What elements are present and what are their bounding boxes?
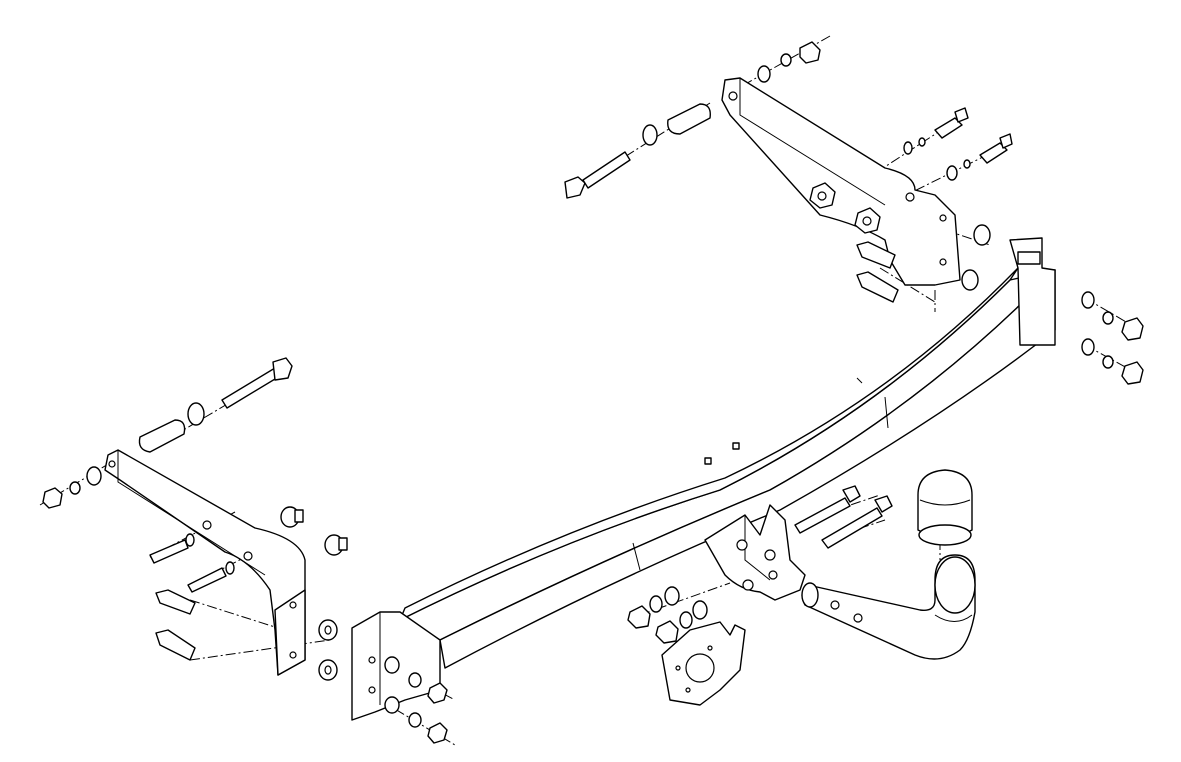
left-side-bracket <box>42 357 348 676</box>
right-side-bracket <box>564 41 1144 385</box>
tow-ball <box>917 469 973 546</box>
left-end-plate <box>318 611 448 744</box>
neck-mount-bracket <box>627 485 893 644</box>
assembly-lines <box>39 35 1141 746</box>
crossbar <box>399 237 1056 669</box>
socket-plate <box>661 621 746 706</box>
tow-neck <box>801 554 976 660</box>
